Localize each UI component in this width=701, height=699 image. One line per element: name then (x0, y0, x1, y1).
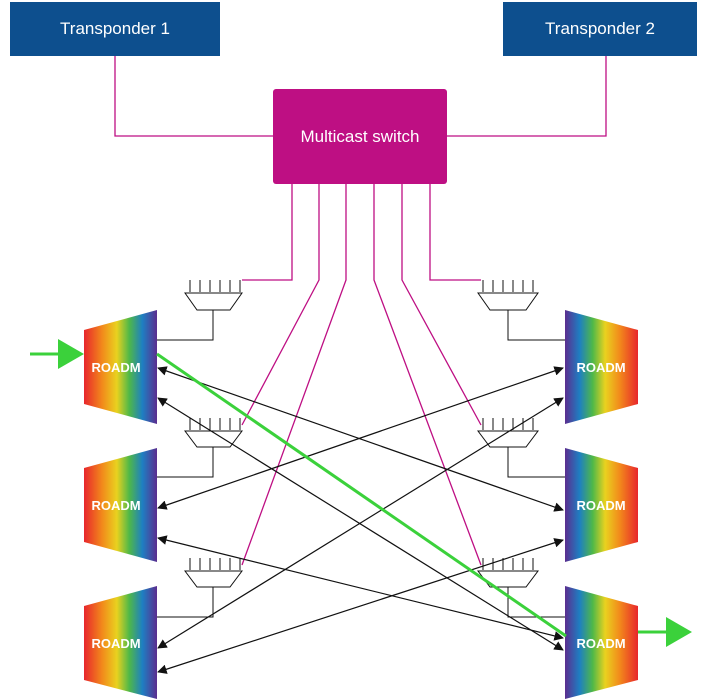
roadm-right-top: ROADM (565, 310, 638, 424)
express-path (30, 339, 692, 647)
mux-right-bot (477, 558, 566, 618)
roadm-right-mid: ROADM (565, 448, 638, 562)
t1-to-switch-link (114, 56, 273, 137)
link-lm-rb (157, 535, 564, 641)
transponder-1-box: Transponder 1 (10, 2, 220, 56)
through-path-line (156, 352, 567, 638)
multicast-switch-label: Multicast switch (300, 126, 420, 146)
switch-link-2 (241, 184, 320, 426)
multicast-switch-box: Multicast switch (273, 89, 447, 184)
mux-left-mid (156, 418, 243, 478)
output-arrow-head (666, 617, 692, 647)
switch-link-5 (401, 184, 482, 426)
input-arrow-head (58, 339, 84, 369)
switch-link-3 (241, 184, 347, 566)
roadm-left-mid-label: ROADM (91, 498, 140, 513)
t2-to-switch-link (447, 56, 607, 137)
roadm-right-bot-label: ROADM (576, 636, 625, 651)
roadm-left-top-label: ROADM (91, 360, 140, 375)
switch-link-6 (429, 184, 481, 281)
roadm-right-mid-label: ROADM (576, 498, 625, 513)
roadm-right-top-label: ROADM (576, 360, 625, 375)
roadm-left-top: ROADM (84, 310, 157, 424)
switch-link-4 (373, 184, 482, 566)
transponder-1-label: Transponder 1 (60, 19, 170, 38)
link-lb-rm (157, 538, 564, 674)
roadm-interconnects (157, 366, 564, 674)
mux-left-top (156, 280, 243, 341)
roadm-right-bot: ROADM (565, 586, 638, 699)
transponder-2-box: Transponder 2 (503, 2, 697, 56)
roadm-left-bot: ROADM (84, 586, 157, 699)
switch-link-1 (242, 184, 293, 281)
switch-fiber-links (241, 184, 482, 566)
mux-left-bot (156, 558, 243, 618)
mux-right-mid (477, 418, 566, 478)
mux-right-top (477, 280, 566, 341)
transponder-2-label: Transponder 2 (545, 19, 655, 38)
roadm-left-mid: ROADM (84, 448, 157, 562)
roadm-left-bot-label: ROADM (91, 636, 140, 651)
